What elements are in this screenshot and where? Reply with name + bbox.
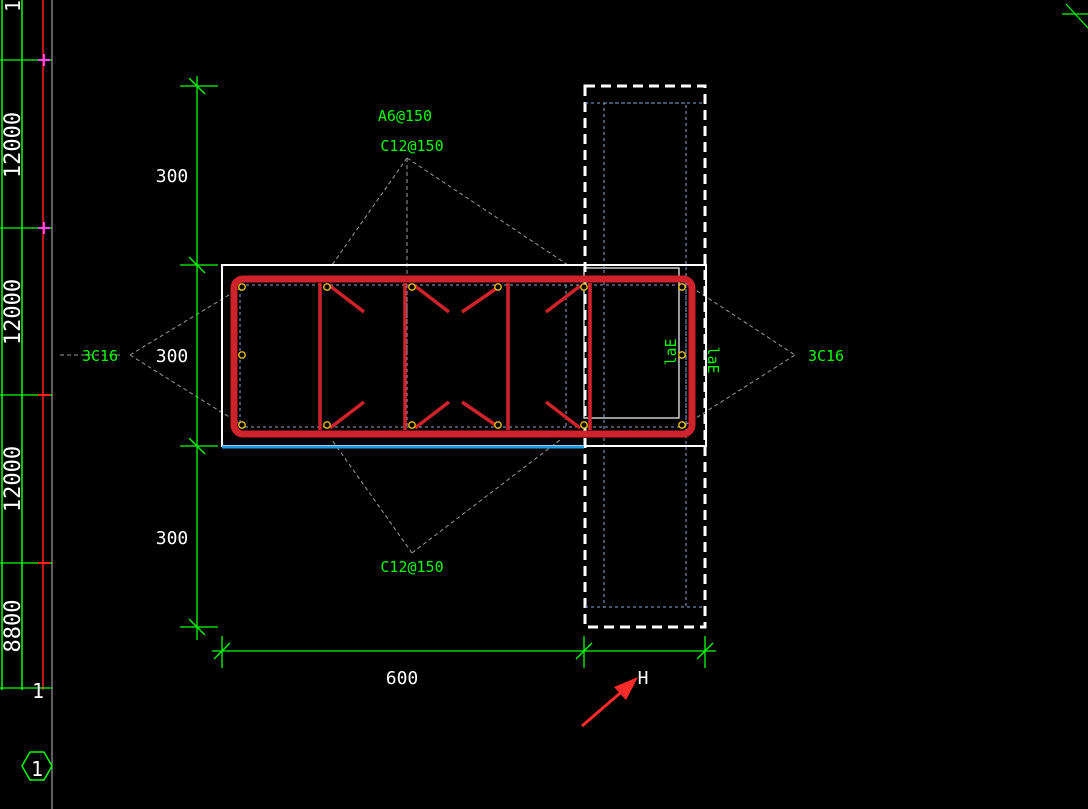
axis-partial-top-label: 1	[1, 0, 25, 12]
corner-marker	[1062, 3, 1088, 29]
longitudinal-bars[interactable]	[238, 283, 686, 429]
wall-column[interactable]	[583, 84, 707, 629]
dim-vertical-bottom: 300	[156, 528, 189, 549]
label-left-side-rebar[interactable]: 3C16	[82, 347, 118, 365]
beam-section[interactable]	[221, 264, 707, 449]
axis-label-2: 12000	[1, 279, 26, 345]
axis-bubble-icon[interactable]	[21, 751, 53, 781]
label-stirrup[interactable]: A6@150	[378, 107, 432, 125]
horizontal-dimension[interactable]	[212, 636, 716, 668]
dim-vertical-middle: 300	[156, 346, 189, 367]
axis-label-1: 12000	[1, 112, 26, 178]
section-outline	[221, 264, 707, 447]
anchorage-box	[583, 267, 680, 419]
section-hidden-line	[239, 284, 687, 428]
axis-label-3: 12000	[1, 446, 26, 512]
left-axis-strip: 1 12000 12000 12000 8800 1 1	[0, 0, 53, 809]
label-anchorage-1[interactable]: laE	[662, 338, 680, 365]
axis-markers	[38, 54, 50, 234]
leader-lines	[60, 157, 796, 554]
vertical-dimension[interactable]	[180, 76, 218, 640]
label-anchorage-2[interactable]: laE	[704, 346, 722, 373]
wall-outline	[583, 84, 707, 629]
inner-ties[interactable]	[318, 283, 592, 430]
axis-red-ticks	[38, 394, 50, 564]
dim-vertical-top: 300	[156, 166, 189, 187]
dim-horizontal-width: 600	[386, 668, 419, 689]
axis-bubble-label: 1	[31, 757, 43, 781]
arrow-pointer-icon	[581, 677, 638, 728]
axis-partial-mid-label: 1	[32, 679, 44, 703]
label-bottom-rebar[interactable]: C12@150	[380, 558, 443, 576]
outer-stirrup[interactable]	[230, 275, 696, 438]
label-top-rebar[interactable]: C12@150	[380, 137, 443, 155]
dim-variable-h[interactable]: H	[638, 668, 649, 689]
axis-label-4: 8800	[1, 600, 26, 653]
label-right-side-rebar[interactable]: 3C16	[808, 347, 844, 365]
